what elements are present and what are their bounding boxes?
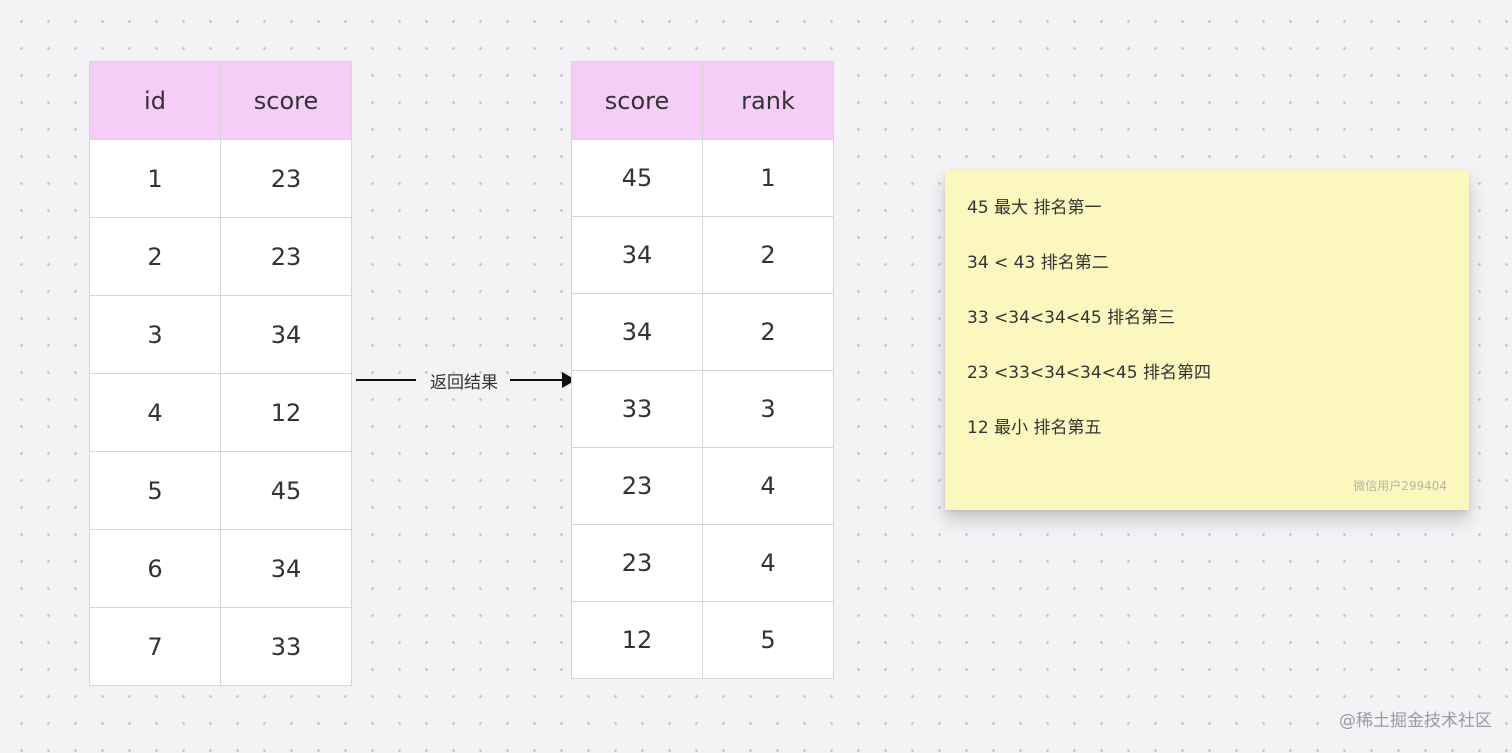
table-row: 3 34: [89, 295, 352, 374]
table-cell: 45: [571, 139, 703, 217]
table-row: 34 2: [571, 293, 834, 371]
table-row: 23 4: [571, 447, 834, 525]
watermark: @稀土掘金技术社区: [1339, 711, 1492, 731]
table-cell: 4: [89, 373, 221, 452]
return-result-connector: 返回结果: [356, 364, 578, 396]
table-cell: 45: [220, 451, 352, 530]
table-row: 4 12: [89, 373, 352, 452]
note-line: 12 最小 排名第五: [967, 418, 1102, 438]
table-row: 5 45: [89, 451, 352, 530]
table-cell: 33: [571, 370, 703, 448]
note-line: 33 <34<34<45 排名第三: [967, 308, 1176, 328]
table-row: 1 23: [89, 139, 352, 218]
table-row: 2 23: [89, 217, 352, 296]
source-table: id score 1 23 2 23 3 34 4 12 5 45 6 34 7: [89, 61, 352, 686]
table-cell: 23: [571, 447, 703, 525]
table-row: 34 2: [571, 216, 834, 294]
sticky-note[interactable]: 45 最大 排名第一 34 < 43 排名第二 33 <34<34<45 排名第…: [945, 170, 1469, 510]
source-header-id: id: [89, 61, 221, 140]
table-cell: 34: [220, 295, 352, 374]
connector-line: [356, 379, 416, 381]
table-row: 7 33: [89, 607, 352, 686]
connector-label: 返回结果: [430, 373, 498, 393]
table-cell: 34: [571, 293, 703, 371]
table-cell: 23: [220, 217, 352, 296]
table-row: 45 1: [571, 139, 834, 217]
table-cell: 12: [571, 601, 703, 679]
note-line: 45 最大 排名第一: [967, 198, 1102, 218]
table-cell: 2: [702, 293, 834, 371]
result-header-score: score: [571, 61, 703, 140]
table-cell: 3: [89, 295, 221, 374]
table-cell: 23: [571, 524, 703, 602]
note-author-signature: 微信用户299404: [1353, 479, 1447, 493]
table-cell: 1: [89, 139, 221, 218]
table-cell: 3: [702, 370, 834, 448]
table-row: 6 34: [89, 529, 352, 608]
table-row: 33 3: [571, 370, 834, 448]
table-cell: 33: [220, 607, 352, 686]
result-header-rank: rank: [702, 61, 834, 140]
connector-line: [510, 379, 564, 381]
table-cell: 4: [702, 524, 834, 602]
table-row: 12 5: [571, 601, 834, 679]
note-line: 34 < 43 排名第二: [967, 253, 1109, 273]
table-cell: 6: [89, 529, 221, 608]
table-cell: 34: [571, 216, 703, 294]
table-cell: 1: [702, 139, 834, 217]
table-row: 23 4: [571, 524, 834, 602]
table-cell: 12: [220, 373, 352, 452]
source-header-score: score: [220, 61, 352, 140]
table-cell: 2: [89, 217, 221, 296]
source-table-header-row: id score: [89, 61, 352, 140]
table-cell: 5: [702, 601, 834, 679]
table-cell: 5: [89, 451, 221, 530]
table-cell: 2: [702, 216, 834, 294]
table-cell: 4: [702, 447, 834, 525]
table-cell: 34: [220, 529, 352, 608]
note-line: 23 <33<34<34<45 排名第四: [967, 363, 1211, 383]
table-cell: 7: [89, 607, 221, 686]
result-table-header-row: score rank: [571, 61, 834, 140]
result-table: score rank 45 1 34 2 34 2 33 3 23 4 23 4: [571, 61, 834, 679]
table-cell: 23: [220, 139, 352, 218]
